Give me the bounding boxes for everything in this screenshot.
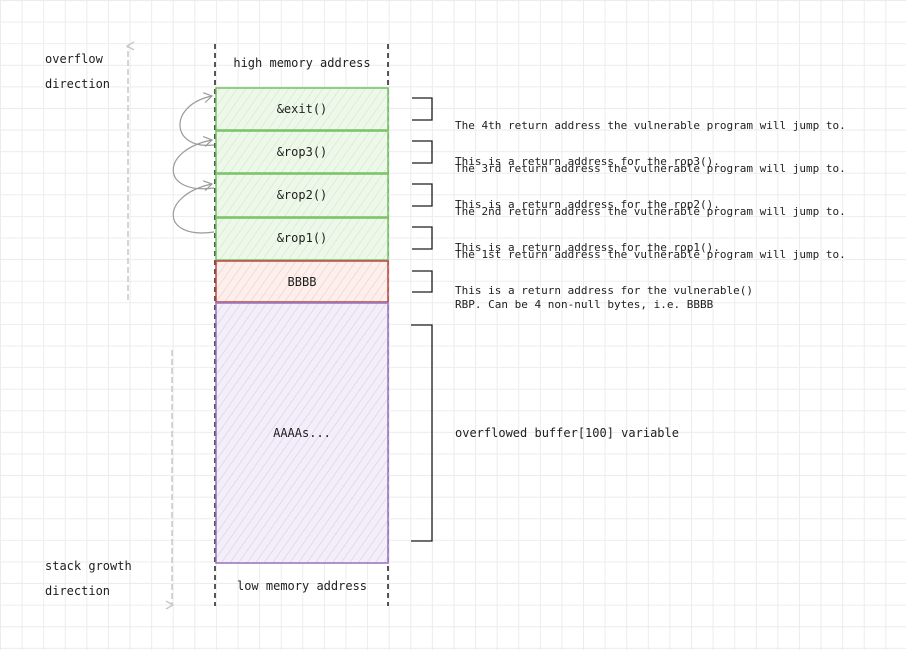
note-rop1-line-2: This is a return address for the vulnera… [455,284,754,297]
block-label-exit: &exit() [276,102,328,116]
stack-block-exit [215,87,389,131]
bracket-rbp [412,270,433,293]
bracket-buffer [411,324,433,542]
stack-block-rop2 [215,173,389,218]
note-rop3: The 3rd return address the vulnerable pr… [455,139,846,235]
curved-arrow-rop1-to-rop2 [172,180,215,234]
stack-block-rop3 [215,130,389,174]
high-memory-address-label: high memory address [233,56,371,70]
bracket-rop1 [412,226,433,250]
note-rbp: RBP. Can be 4 non-null bytes, i.e. BBBB [455,275,713,335]
block-label-rop1: &rop1() [276,231,328,245]
note-rop1: The 1st return address the vulnerable pr… [455,225,846,321]
note-rop1-line-1: The 1st return address the vulnerable pr… [455,248,846,261]
overflow-label-line-1: overflow [45,52,103,66]
note-rop2-line-1: The 2nd return address the vulnerable pr… [455,205,846,218]
overflow-label-line-2: direction [45,77,111,91]
stack-block-buffer [215,302,389,564]
note-rop3-line-1: The 3rd return address the vulnerable pr… [455,162,846,175]
bracket-exit [412,97,433,121]
stack-block-rbp [215,260,389,303]
curved-arrow-rop2-to-rop3 [172,136,215,190]
block-label-rbp: BBBB [287,275,317,289]
bracket-rop3 [412,140,433,164]
growth-label-line-2: direction [45,584,111,598]
stack-block-rop1 [215,217,389,261]
growth-label-line-1: stack growth [45,559,132,573]
curved-arrow-rop3-to-exit [179,92,215,146]
note-exit-line-2: This is a return address for the rop3(). [455,155,720,168]
block-label-rop3: &rop3() [276,145,328,159]
low-memory-address-label: low memory address [236,579,368,593]
note-rop2: The 2nd return address the vulnerable pr… [455,182,846,278]
note-buffer: overflowed buffer[100] variable [455,426,679,440]
note-rop2-line-2: This is a return address for the rop1(). [455,241,720,254]
note-exit: The 4th return address the vulnerable pr… [455,96,846,192]
block-label-rop2: &rop2() [276,188,328,202]
note-rop3-line-2: This is a return address for the rop2(). [455,198,720,211]
bracket-rop2 [412,183,433,207]
stack-growth-direction-label: stack growth direction [45,554,132,604]
overflow-direction-label: overflow direction [45,47,110,97]
note-exit-line-1: The 4th return address the vulnerable pr… [455,119,846,132]
block-label-buffer: AAAAs... [273,426,331,440]
note-rbp-line-1: RBP. Can be 4 non-null bytes, i.e. BBBB [455,298,714,311]
